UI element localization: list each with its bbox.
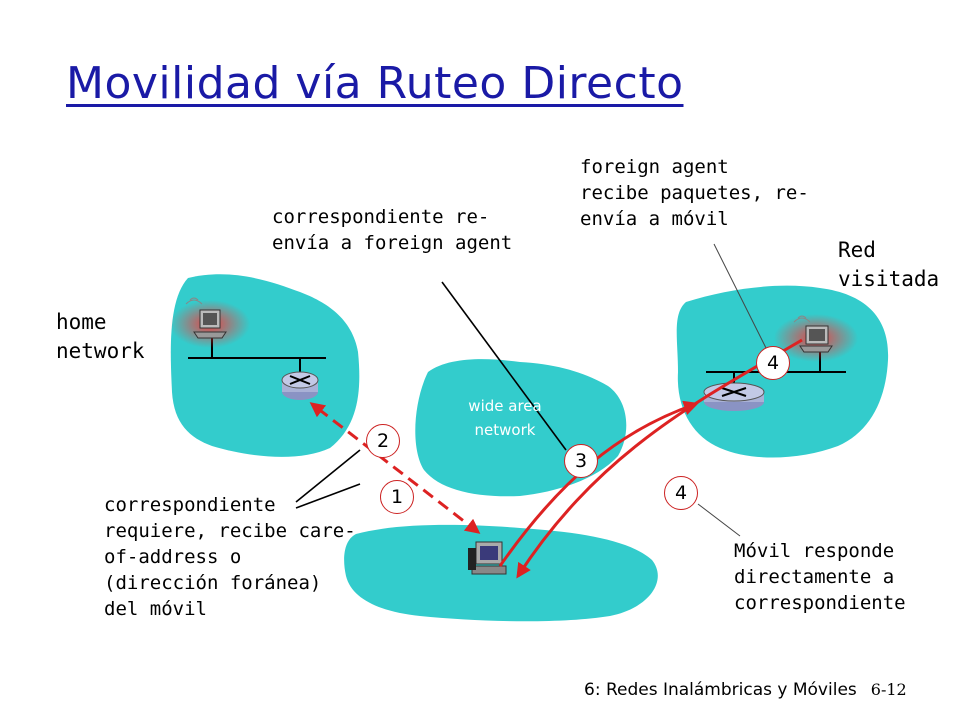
home-router-icon (281, 371, 319, 400)
step-4-top-badge: 4 (756, 346, 790, 380)
step-2-badge: 2 (366, 424, 400, 458)
slide-footer: 6: Redes Inalámbricas y Móviles 6-12 (584, 680, 907, 700)
step-3-badge: 3 (564, 444, 598, 478)
correspondent-forwards-label: correspondiente re-envía a foreign agent (272, 206, 513, 254)
page-number: 6-12 (870, 680, 907, 699)
home-laptop-icon (170, 297, 250, 348)
step-1-badge: 1 (380, 480, 414, 514)
chapter-label: 6: Redes Inalámbricas y Móviles (584, 680, 857, 700)
correspondent-computer-icon (468, 541, 507, 575)
mobile-laptop-icon (774, 314, 858, 362)
step-4-bottom-badge: 4 (664, 476, 698, 510)
visited-router-icon (703, 382, 765, 411)
page-title: Movilidad vía Ruteo Directo (66, 58, 684, 109)
